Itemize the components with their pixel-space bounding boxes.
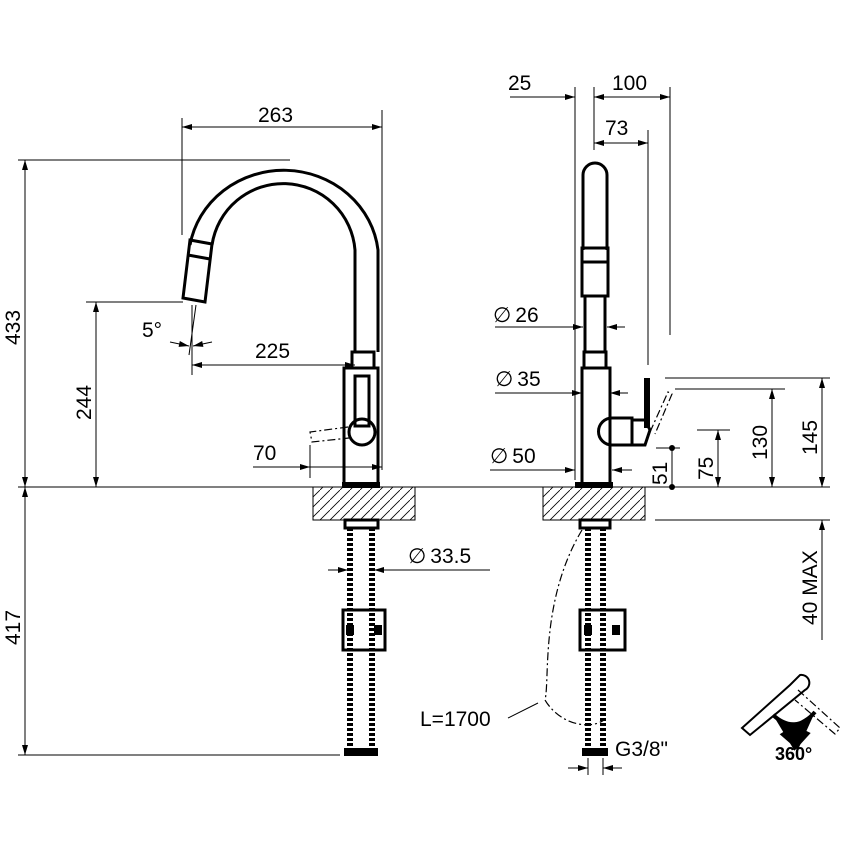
dim-75: 75 <box>695 457 718 480</box>
dim-263: 263 <box>258 104 293 127</box>
dim-130: 130 <box>749 425 772 460</box>
dim-5-degrees: 5° <box>142 319 162 342</box>
rotation-label: 360° <box>775 744 812 764</box>
dim-417: 417 <box>2 610 25 645</box>
dim-433: 433 <box>2 310 25 345</box>
counter-right <box>542 486 646 521</box>
side-view-faucet <box>544 161 673 756</box>
dim-100: 100 <box>612 72 647 95</box>
dim-diameter-50: ∅50 <box>490 445 536 468</box>
counter-left <box>312 486 416 521</box>
dim-diameter-26: ∅26 <box>493 304 539 327</box>
dim-145: 145 <box>799 420 822 455</box>
hose-length-label: L=1700 <box>420 708 491 731</box>
dim-diameter-33-5: ∅33.5 <box>408 545 471 568</box>
dim-225: 225 <box>255 340 290 363</box>
dim-40-max: 40 MAX <box>799 550 822 625</box>
dim-diameter-35: ∅35 <box>495 368 541 391</box>
rotation-360-icon: 360° <box>740 673 841 764</box>
connection-size-label: G3/8" <box>615 738 668 761</box>
dim-51: 51 <box>649 462 672 485</box>
dim-70: 70 <box>253 442 276 465</box>
dim-73: 73 <box>605 117 628 140</box>
dim-25: 25 <box>508 72 531 95</box>
dim-244: 244 <box>73 385 96 420</box>
front-view-faucet <box>181 168 387 756</box>
